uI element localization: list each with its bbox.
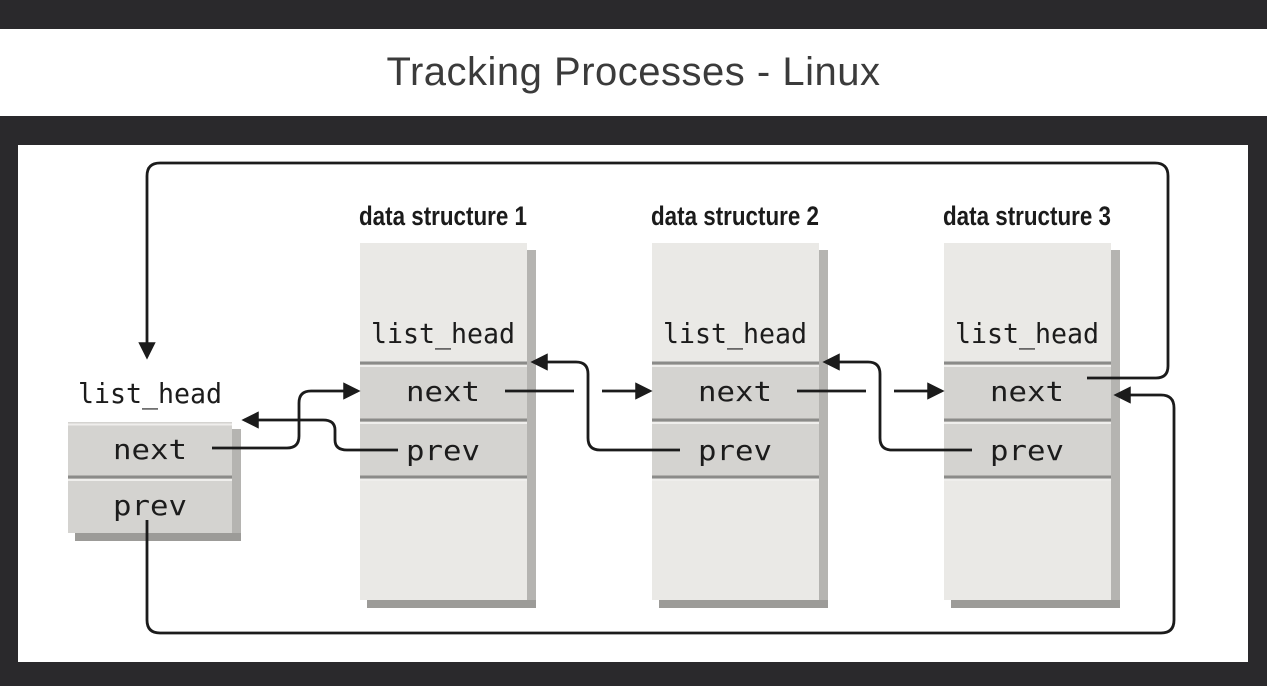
wire-node2-prev-to-node1 <box>530 353 680 452</box>
node2-prev-cell-label: prev <box>698 434 772 467</box>
node1-right-edge <box>527 250 536 608</box>
head-prev-cell-label: prev <box>113 489 187 522</box>
node1-prev-cell-label: prev <box>406 434 480 467</box>
node-box-1: data structure 1 list_head next prev <box>359 201 536 608</box>
node3-title: data structure 3 <box>943 201 1111 231</box>
node1-bottom-edge <box>367 600 536 608</box>
node3-next-cell-label: next <box>990 375 1064 408</box>
node2-prev-cell <box>652 420 819 477</box>
node1-next-cell-label: next <box>406 375 480 408</box>
diagram-panel: list_head next prev data structure 1 lis… <box>18 145 1248 662</box>
head-node-box: list_head next prev <box>68 377 241 541</box>
head-type-label: list_head <box>78 377 222 411</box>
head-next-cell-label: next <box>113 433 187 466</box>
node1-next-cell <box>360 363 527 420</box>
node1-prev-cell <box>360 420 527 477</box>
page-title: Tracking Processes - Linux <box>386 50 881 94</box>
node3-prev-cell-label: prev <box>990 434 1064 467</box>
node3-struct-label: list_head <box>955 317 1099 351</box>
node-box-3: data structure 3 list_head next prev <box>943 201 1120 608</box>
node2-struct-label: list_head <box>663 317 807 351</box>
node1-title: data structure 1 <box>359 201 527 231</box>
node2-next-cell <box>652 363 819 420</box>
linked-list-diagram: list_head next prev data structure 1 lis… <box>68 161 1176 635</box>
node2-bottom-edge <box>659 600 828 608</box>
node3-right-edge <box>1111 250 1120 608</box>
node3-prev-cell <box>944 420 1111 477</box>
wire-node1-prev-to-head <box>241 411 398 452</box>
node2-next-cell-label: next <box>698 375 772 408</box>
node2-right-edge <box>819 250 828 608</box>
node1-struct-label: list_head <box>371 317 515 351</box>
head-box-bottom-edge <box>75 533 241 541</box>
title-banner: Tracking Processes - Linux <box>0 29 1267 116</box>
wire-head-prev-to-node3 <box>145 386 1176 635</box>
head-box-right-edge <box>232 429 241 541</box>
node2-title: data structure 2 <box>651 201 819 231</box>
node-box-2: data structure 2 list_head next prev <box>651 201 828 608</box>
wire-node3-next-to-head <box>138 161 1170 380</box>
node3-bottom-edge <box>951 600 1120 608</box>
wire-node3-prev-to-node2 <box>822 353 972 452</box>
node3-next-cell <box>944 363 1111 420</box>
